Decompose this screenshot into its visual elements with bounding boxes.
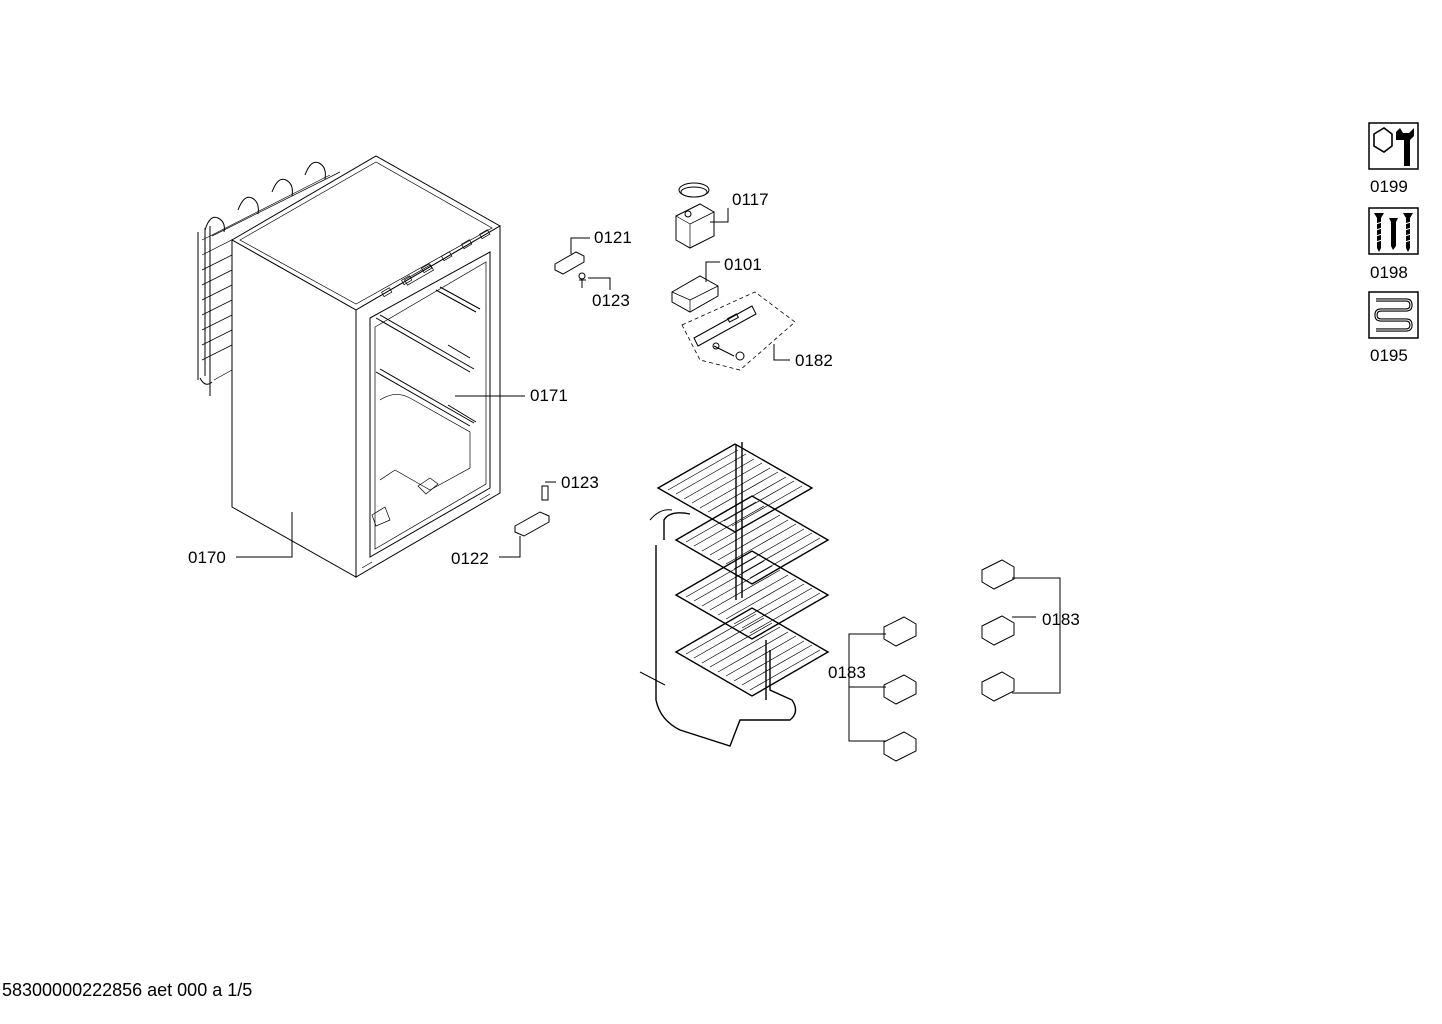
service-code-0198: 0198: [1370, 263, 1408, 282]
thermostat-part: [675, 182, 729, 249]
cover-part: [671, 261, 720, 313]
clip-group-right: [981, 559, 1061, 702]
label-0171: 0171: [530, 386, 568, 405]
cabinet-body-drawing: [197, 155, 502, 578]
label-0183-left: 0183: [828, 663, 866, 682]
label-0123-bottom: 0123: [561, 473, 599, 492]
heating-coil-icon: [1374, 298, 1413, 332]
top-hinge-part: [554, 237, 611, 290]
service-icon-0195[interactable]: 0195: [1368, 291, 1419, 365]
label-0117: 0117: [732, 190, 769, 209]
label-0121: 0121: [594, 228, 632, 247]
label-0182: 0182: [795, 351, 833, 370]
wrench-nut-icon: [1373, 127, 1414, 166]
condenser-coil: [197, 161, 341, 396]
screws-icon: [1374, 213, 1413, 252]
document-footer-id: 58300000222856 aet 000 a 1/5: [2, 980, 253, 1000]
label-0122: 0122: [451, 549, 489, 568]
bracket-kit-part: [681, 291, 796, 371]
service-code-0199: 0199: [1370, 177, 1408, 196]
service-icon-0198[interactable]: 0198: [1368, 207, 1419, 282]
label-0101: 0101: [724, 255, 762, 274]
service-code-0195: 0195: [1370, 346, 1408, 365]
label-0123-top: 0123: [592, 291, 630, 310]
label-0170: 0170: [188, 548, 226, 567]
service-icon-0199[interactable]: 0199: [1368, 122, 1419, 196]
bottom-hinge-part: [499, 481, 556, 558]
label-0183-right: 0183: [1042, 610, 1080, 629]
evaporator-shelves: [639, 442, 830, 747]
clip-group-left: [848, 616, 917, 762]
